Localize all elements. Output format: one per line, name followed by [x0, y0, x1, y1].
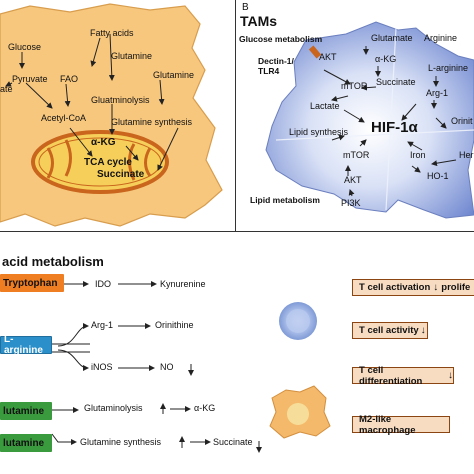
label-ho1: HO-1: [427, 171, 449, 181]
label-glutaminolysis: Gluatminolysis: [91, 95, 150, 105]
label-iron: Iron: [410, 150, 426, 160]
panel-a-frame: [0, 0, 236, 232]
label-mtor-top: mTOR: [341, 81, 368, 91]
input-glutamine-2: lutamine: [0, 434, 52, 452]
outcome-t-cell-activation: T cell activation ↓ prolife: [352, 279, 474, 296]
label-c-arg1: Arg-1: [91, 320, 114, 330]
label-hif: HIF-1α: [371, 119, 418, 136]
label-heme: Her: [459, 150, 474, 160]
label-acetyl-coa: Acetyl-CoA: [41, 113, 87, 123]
panel-b-frame: [235, 0, 474, 232]
label-no: NO: [160, 362, 174, 372]
panel-c-graphics: [50, 281, 331, 453]
outcome-t-cell-differentiation: T cell differentiation ↓: [352, 364, 454, 387]
outcome-activity-text: T cell activity: [359, 325, 419, 336]
change-arrows: [160, 364, 262, 453]
outcome-m2-macrophage: M2-like macrophage: [352, 414, 450, 436]
input-l-arginine: L-arginine: [0, 334, 52, 356]
label-b-arg1: Arg-1: [426, 88, 449, 98]
label-glucose-metabolism: Glucose metabolism: [239, 34, 323, 44]
panel-a-graphics: [0, 3, 223, 227]
label-ido: IDO: [95, 279, 112, 289]
label-akt-top: AKT: [319, 52, 337, 62]
label-inos: iNOS: [91, 362, 113, 372]
label-akt-bottom: AKT: [344, 175, 362, 185]
outcome-t-cell-activity: T cell activity ↓: [352, 322, 428, 339]
label-pi3k: PI3K: [341, 198, 361, 208]
label-tca-cycle: TCA cycle: [84, 157, 132, 168]
label-b-akg: α-KG: [375, 54, 397, 64]
label-glucose: Glucose: [8, 42, 42, 52]
label-glutamine-synthesis: Glutamine synthesis: [111, 117, 193, 127]
label-c-glutaminolysis: Glutaminolysis: [84, 403, 143, 413]
label-succinate: Succinate: [97, 169, 145, 180]
label-glutamine-right: Glutamine: [153, 70, 195, 80]
arrow-down-icon: ↓: [420, 325, 426, 336]
label-dectin: Dectin-1/: [258, 56, 294, 66]
panel-b-letter: B: [242, 2, 249, 13]
label-c-orinithine: Orinithine: [155, 320, 194, 330]
label-lipid-metabolism: Lipid metabolism: [250, 195, 320, 205]
label-tlr4: TLR4: [258, 66, 280, 76]
cristae: [46, 139, 152, 181]
arrow-down-icon: ↓: [448, 370, 453, 381]
label-c-akg: α-KG: [194, 403, 216, 413]
label-kynurenine: Kynurenine: [160, 279, 206, 289]
label-fatty-acids: Fatty acids: [90, 28, 134, 38]
label-b-succinate: Succinate: [376, 77, 416, 87]
outcome-differentiation-text: T cell differentiation: [359, 364, 423, 387]
tam-cell: [265, 21, 474, 219]
label-lipid-synthesis: Lipid synthesis: [289, 127, 349, 137]
panel-c-title: acid metabolism: [2, 254, 104, 269]
input-glutamine-1: lutamine: [0, 402, 52, 420]
label-b-orinithine: Orinit: [451, 116, 473, 126]
label-c-succinate: Succinate: [213, 437, 253, 447]
outcome-proliferation-cut: prolife: [441, 282, 471, 293]
arrow-down-icon: ↓: [433, 282, 439, 293]
label-arginine: Arginine: [424, 33, 458, 43]
label-lactate-cut: ate: [0, 84, 13, 94]
panel-b-graphics: [265, 21, 474, 219]
label-b-lactate: Lactate: [310, 101, 340, 111]
label-akg: α-KG: [91, 137, 116, 148]
outcome-activation-text: T cell activation: [359, 282, 431, 293]
label-mtor-bottom: mTOR: [343, 150, 370, 160]
input-tryptophan: Tryptophan: [0, 274, 64, 292]
label-l-arginine: L-arginine: [428, 63, 469, 73]
label-glutamate: Glutamate: [371, 33, 413, 43]
panel-b-title: TAMs: [240, 13, 278, 29]
label-glutamine-top: Glutamine: [111, 51, 153, 61]
label-pyruvate: Pyruvate: [12, 74, 48, 84]
label-c-glutamine-synthesis: Glutamine synthesis: [80, 437, 162, 447]
label-fao: FAO: [60, 74, 79, 84]
